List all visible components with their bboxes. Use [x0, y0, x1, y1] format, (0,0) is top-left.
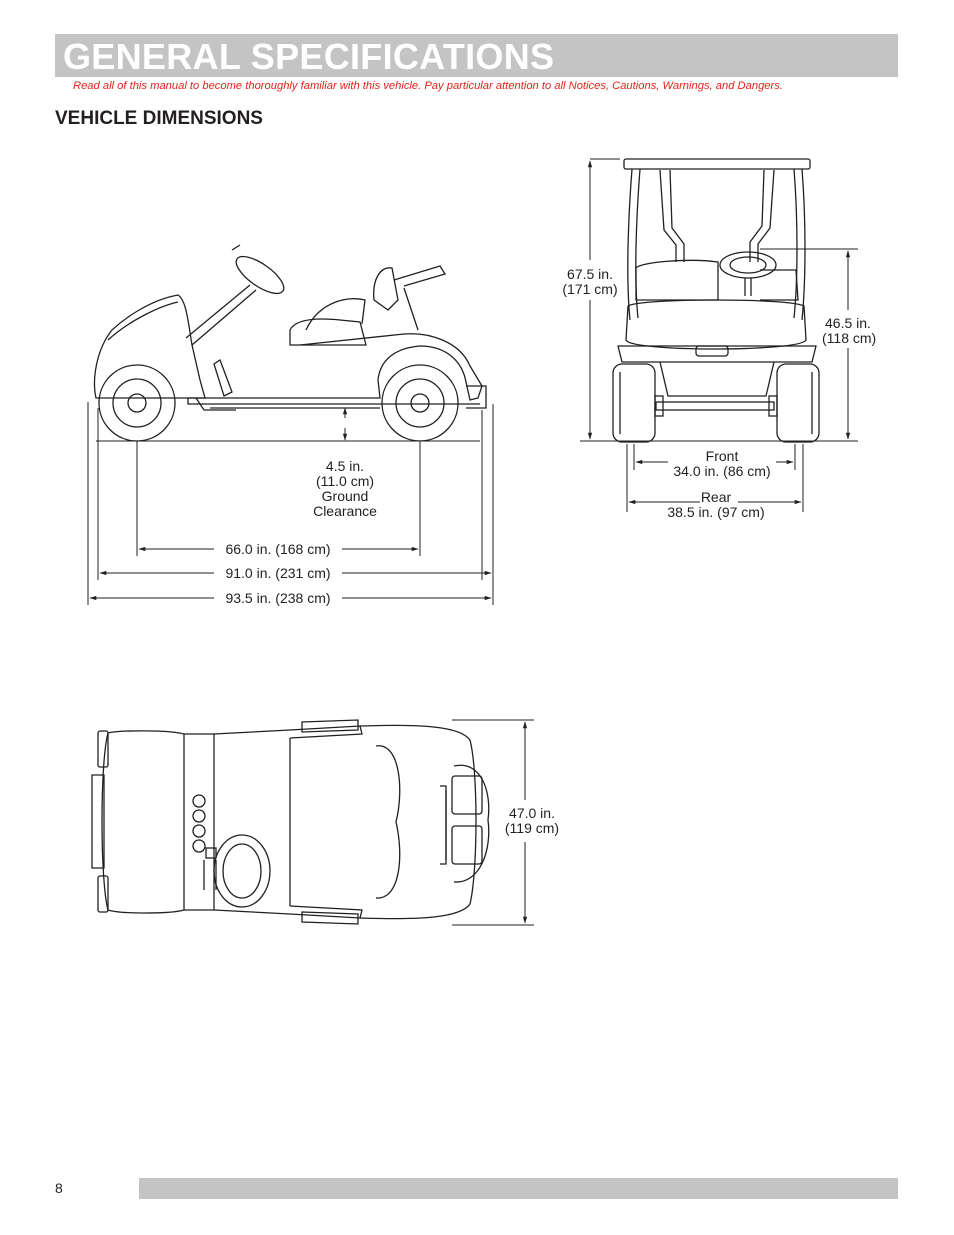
- ground-clearance-label: 4.5 in. (11.0 cm) Ground Clearance: [313, 458, 377, 519]
- side-view-dimension-lines: [87, 402, 494, 605]
- front-track-label: Front 34.0 in. (86 cm): [673, 448, 771, 479]
- steering-height-label: 46.5 in. (118 cm): [822, 315, 877, 346]
- body-length-label: 91.0 in. (231 cm): [214, 565, 342, 581]
- page-number: 8: [55, 1180, 63, 1196]
- wheelbase-label: 66.0 in. (168 cm): [214, 541, 342, 557]
- front-view-cart-illustration: [612, 158, 820, 443]
- overall-height-label: 67.5 in. (171 cm): [562, 266, 618, 297]
- front-view-dimension-lines: [580, 158, 858, 512]
- top-view-dimension-lines: [452, 719, 534, 926]
- footer-bar: [139, 1178, 898, 1199]
- safety-notice: Read all of this manual to become thorou…: [73, 80, 783, 92]
- title-banner: GENERAL SPECIFICATIONS: [55, 34, 898, 77]
- page-title: GENERAL SPECIFICATIONS: [63, 36, 555, 77]
- rear-track-label: Rear 38.5 in. (97 cm): [667, 489, 765, 520]
- top-view-cart-illustration: [91, 719, 490, 925]
- overall-length-label: 93.5 in. (238 cm): [214, 590, 342, 606]
- side-view-cart-illustration: [93, 244, 487, 442]
- section-heading: VEHICLE DIMENSIONS: [55, 108, 263, 129]
- overall-width-label: 47.0 in. (119 cm): [504, 805, 560, 836]
